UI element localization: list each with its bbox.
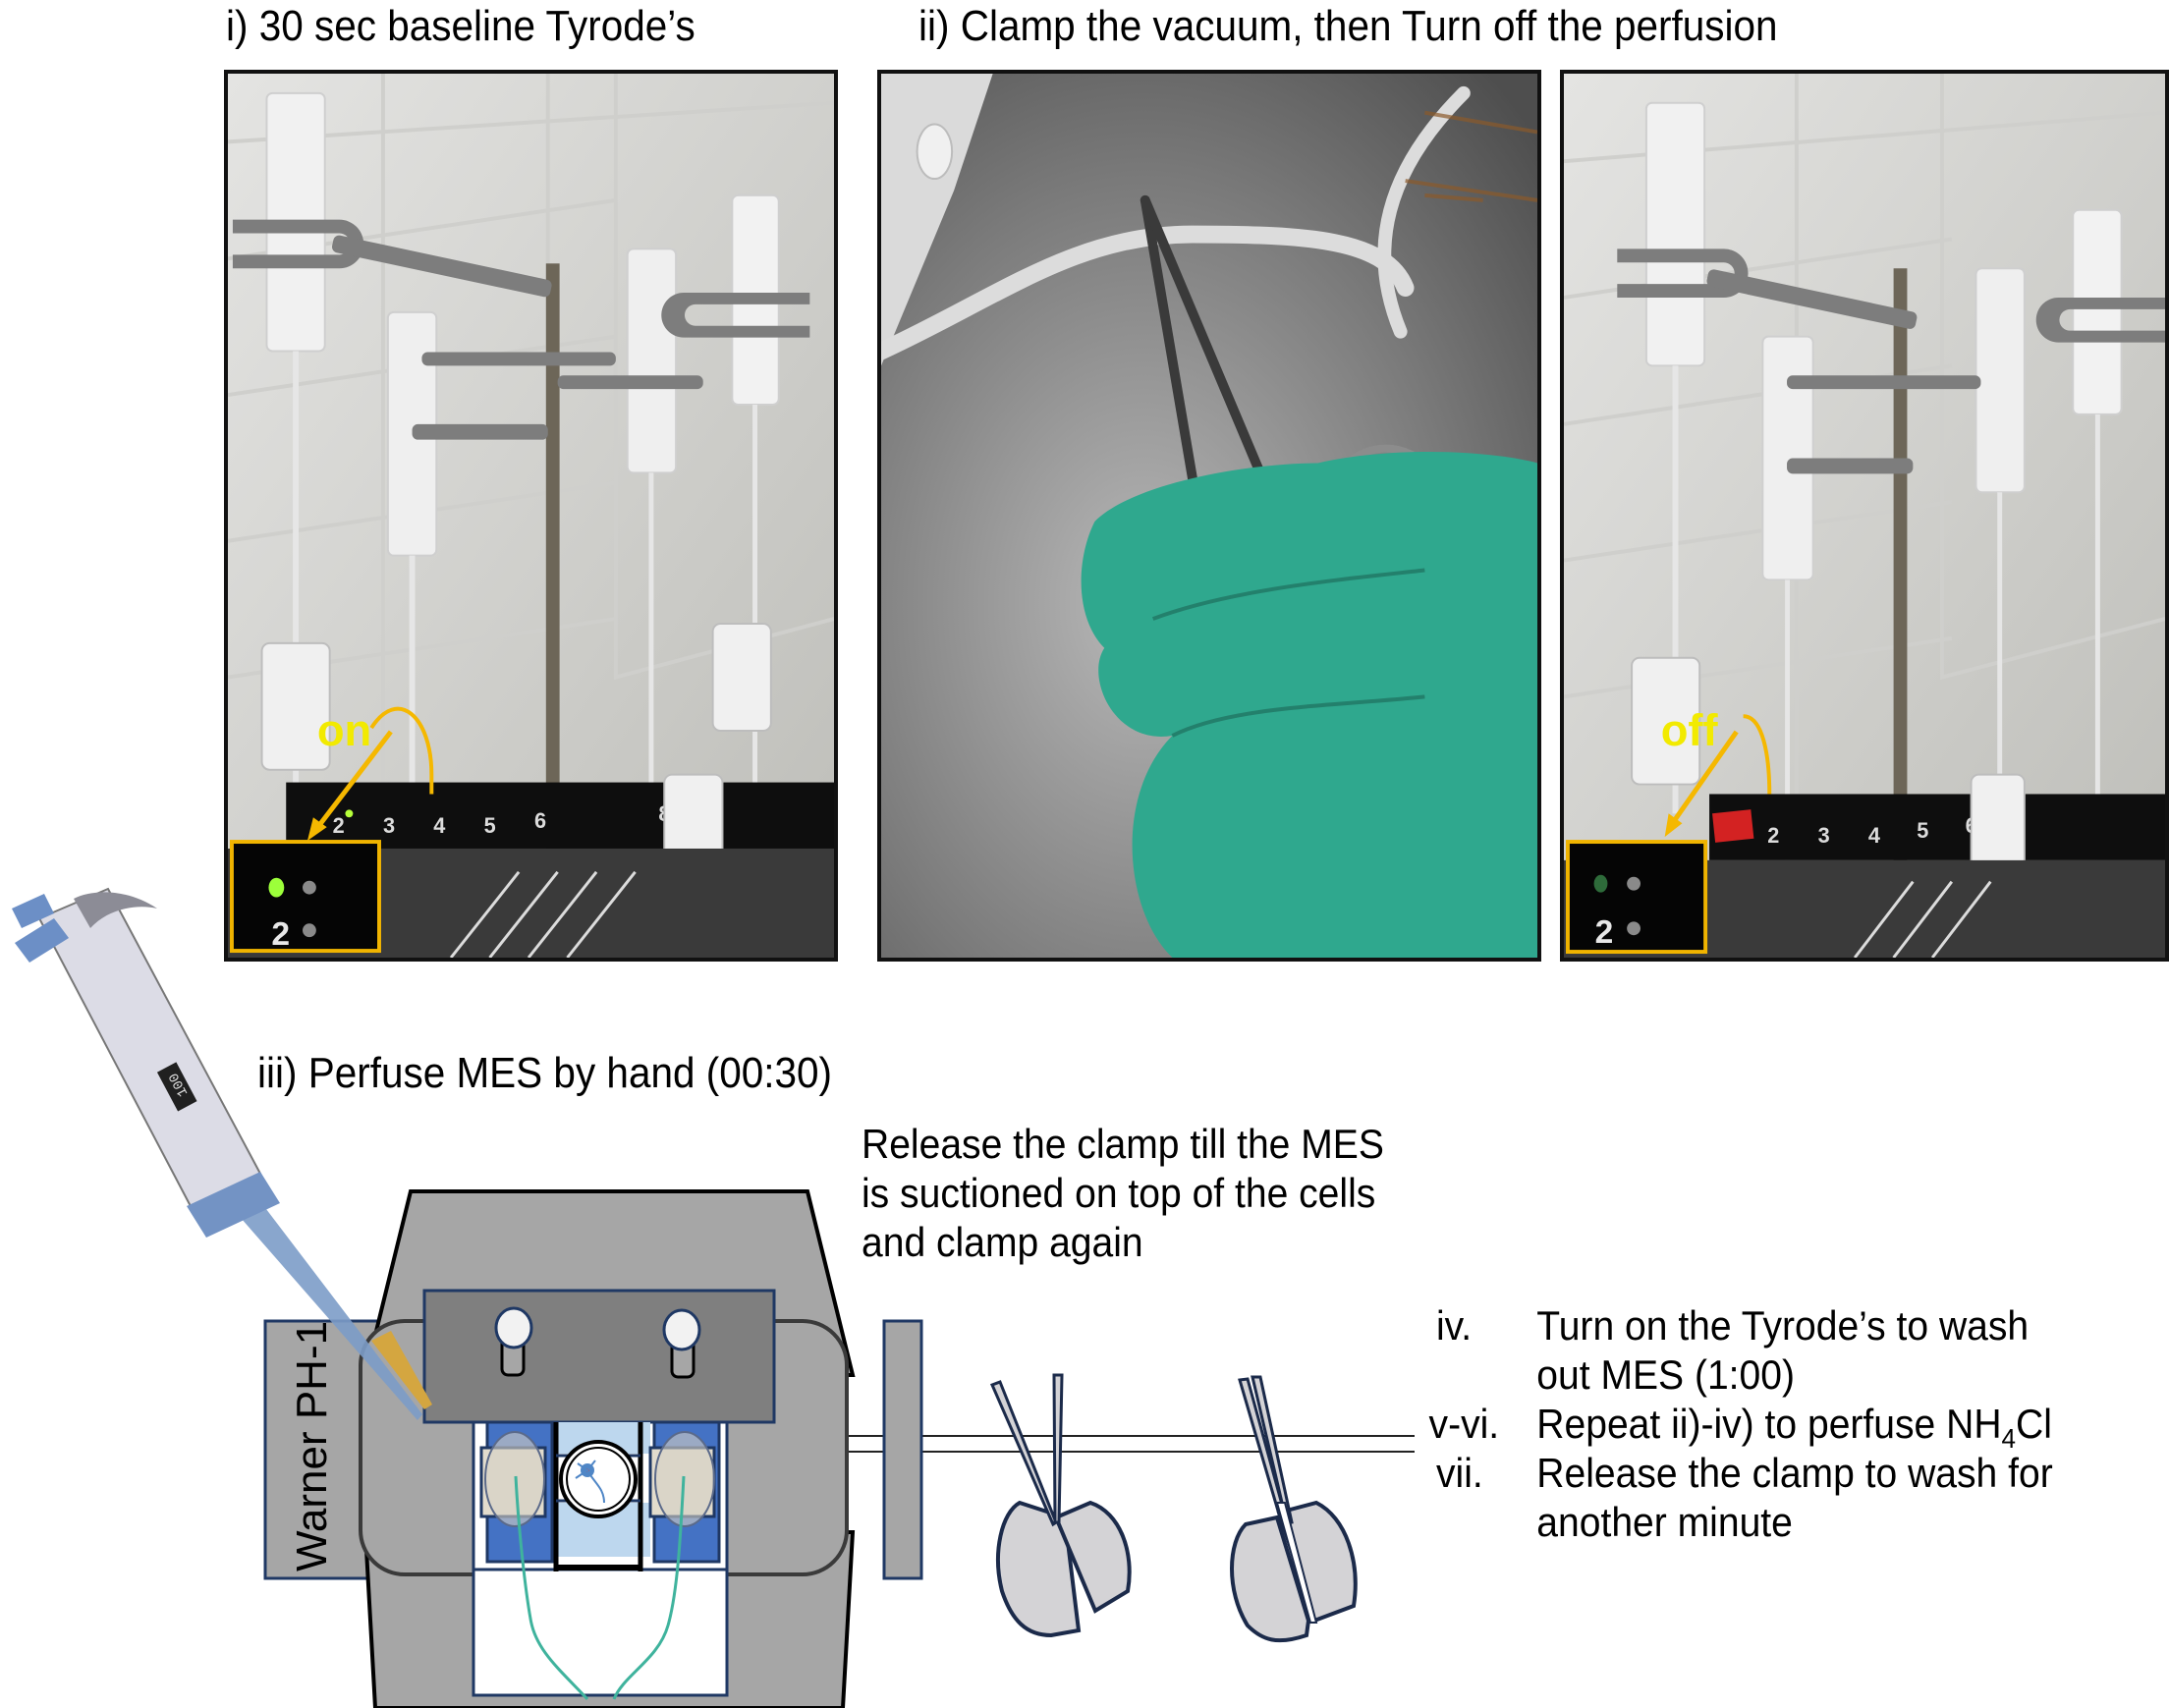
svg-text:2: 2 — [333, 813, 345, 838]
svg-text:2: 2 — [1595, 914, 1614, 951]
pipette-icon: 100 — [12, 887, 432, 1420]
inset-valve-2-off: 2 — [1565, 840, 1708, 955]
svg-text:5: 5 — [484, 813, 496, 838]
clamp-open-icon — [989, 1373, 1132, 1638]
step1-title: i) 30 sec baseline Tyrode’s — [226, 2, 695, 50]
release-clamp-instruction: Release the clamp till the MES is suctio… — [862, 1121, 1384, 1265]
photo-perfusion-on: 2 3 4 5 6 8 2 on — [224, 70, 838, 962]
step2-title: ii) Clamp the vacuum, then Turn off the … — [918, 2, 1778, 50]
photo-clamp-vacuum — [877, 70, 1541, 962]
steps-list: iv. Turn on the Tyrode’s to wash out MES… — [1428, 1302, 2053, 1545]
on-label: on — [317, 705, 371, 755]
svg-text:2: 2 — [271, 916, 290, 953]
inset-valve-2-on: 2 — [229, 840, 381, 953]
chamber-label: Warner PH-1 — [288, 1321, 336, 1571]
step-vii: vii. Release the clamp to wash for — [1436, 1450, 2053, 1496]
neuron-icon — [575, 1460, 605, 1504]
svg-text:3: 3 — [1818, 823, 1830, 848]
coverslip — [559, 1440, 638, 1518]
step-v-vi: v-vi. Repeat ii)-iv) to perfuse NH4Cl — [1428, 1401, 2052, 1454]
step3-title: iii) Perfuse MES by hand (00:30) — [257, 1049, 832, 1097]
svg-text:3: 3 — [383, 813, 395, 838]
svg-text:4: 4 — [433, 813, 445, 838]
photo-perfusion-off: 2 3 4 5 6 2 off — [1560, 70, 2169, 962]
step-iv: iv. Turn on the Tyrode’s to wash — [1436, 1302, 2030, 1349]
chamber-diagram: Warner PH-1 — [12, 887, 1415, 1708]
off-label: off — [1661, 705, 1719, 755]
svg-text:4: 4 — [1868, 823, 1880, 848]
svg-text:2: 2 — [1767, 823, 1779, 848]
clamp-closed-icon — [1230, 1375, 1358, 1643]
svg-text:5: 5 — [1917, 818, 1928, 843]
svg-text:6: 6 — [534, 808, 546, 833]
